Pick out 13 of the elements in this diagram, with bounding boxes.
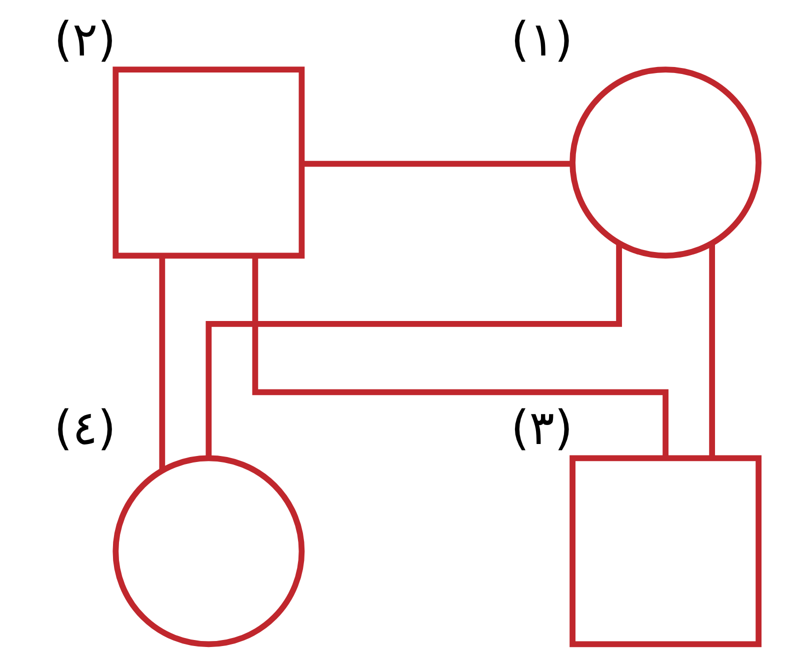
- node-circle: [112, 455, 304, 648]
- connector: [302, 160, 572, 167]
- node-label: (٤): [54, 401, 116, 456]
- node-label: (٢): [54, 12, 116, 68]
- connector: [205, 243, 622, 458]
- connector: [158, 256, 165, 470]
- connector: [252, 256, 668, 458]
- connector: [708, 244, 715, 458]
- node-label: (١): [510, 12, 572, 68]
- node-box: [112, 66, 304, 259]
- node-label: (٣): [510, 401, 572, 456]
- node-circle: [569, 66, 762, 259]
- node-box: [569, 455, 762, 648]
